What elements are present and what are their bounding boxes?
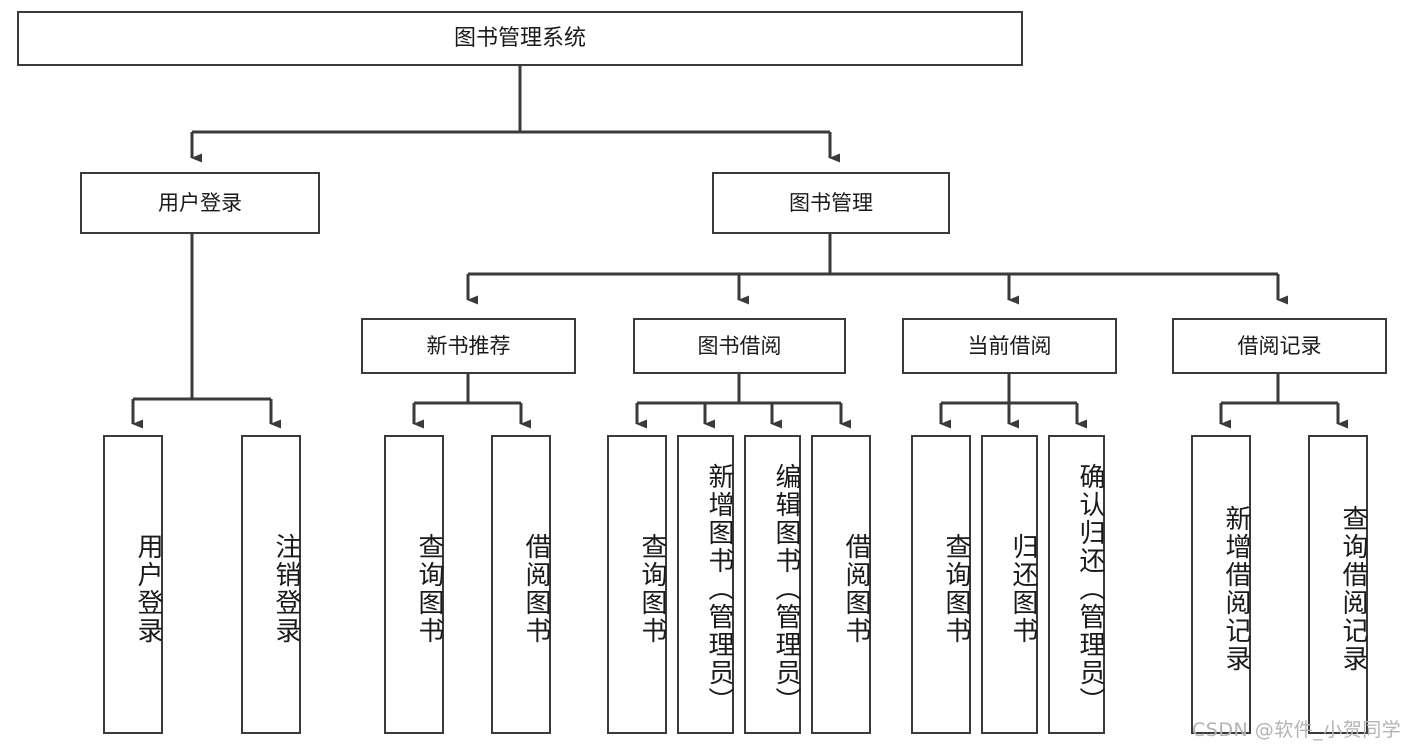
node-leaf-confirm-return-label: 确认归还（管理员） [1075, 462, 1105, 715]
node-new-book-recommend[interactable]: 新书推荐 [361, 318, 576, 374]
node-borrow-record[interactable]: 借阅记录 [1172, 318, 1387, 374]
node-book-borrow-label: 图书借阅 [697, 333, 782, 358]
node-leaf-edit-book[interactable]: 编辑图书（管理员） [744, 435, 801, 734]
node-leaf-borrow-book-1-label: 借阅图书 [521, 532, 551, 645]
node-leaf-user-login-label: 用户登录 [133, 532, 163, 645]
node-book-manage-label: 图书管理 [789, 190, 873, 215]
node-current-borrow-label: 当前借阅 [967, 333, 1052, 358]
node-book-borrow[interactable]: 图书借阅 [633, 318, 846, 374]
node-leaf-user-login[interactable]: 用户登录 [103, 435, 163, 734]
node-leaf-return-book-label: 归还图书 [1008, 532, 1038, 645]
node-leaf-query-book-2[interactable]: 查询图书 [607, 435, 667, 734]
node-root-label: 图书管理系统 [453, 25, 586, 51]
node-user-login[interactable]: 用户登录 [80, 172, 320, 234]
node-user-login-label: 用户登录 [158, 190, 242, 215]
node-leaf-query-book-1-label: 查询图书 [414, 532, 444, 645]
node-leaf-add-book-label: 新增图书（管理员） [704, 462, 734, 715]
node-leaf-query-record[interactable]: 查询借阅记录 [1308, 435, 1368, 734]
node-leaf-query-book-3-label: 查询图书 [941, 532, 971, 645]
node-leaf-query-book-2-label: 查询图书 [637, 532, 667, 645]
node-leaf-logout[interactable]: 注销登录 [241, 435, 301, 734]
node-leaf-borrow-book-2[interactable]: 借阅图书 [811, 435, 871, 734]
node-leaf-edit-book-label: 编辑图书（管理员） [771, 462, 801, 715]
node-root[interactable]: 图书管理系统 [17, 11, 1023, 66]
node-borrow-record-label: 借阅记录 [1237, 333, 1322, 358]
node-leaf-add-record-label: 新增借阅记录 [1221, 504, 1251, 673]
node-leaf-borrow-book-1[interactable]: 借阅图书 [491, 435, 551, 734]
node-new-book-recommend-label: 新书推荐 [426, 333, 511, 358]
node-leaf-query-record-label: 查询借阅记录 [1338, 504, 1368, 673]
node-book-manage[interactable]: 图书管理 [712, 172, 950, 234]
node-leaf-query-book-3[interactable]: 查询图书 [911, 435, 971, 734]
node-current-borrow[interactable]: 当前借阅 [902, 318, 1117, 374]
node-leaf-confirm-return[interactable]: 确认归还（管理员） [1048, 435, 1105, 734]
node-leaf-logout-label: 注销登录 [271, 532, 301, 645]
node-leaf-query-book-1[interactable]: 查询图书 [384, 435, 444, 734]
node-leaf-add-record[interactable]: 新增借阅记录 [1191, 435, 1251, 734]
node-leaf-add-book[interactable]: 新增图书（管理员） [677, 435, 734, 734]
node-leaf-borrow-book-2-label: 借阅图书 [841, 532, 871, 645]
node-leaf-return-book[interactable]: 归还图书 [981, 435, 1038, 734]
